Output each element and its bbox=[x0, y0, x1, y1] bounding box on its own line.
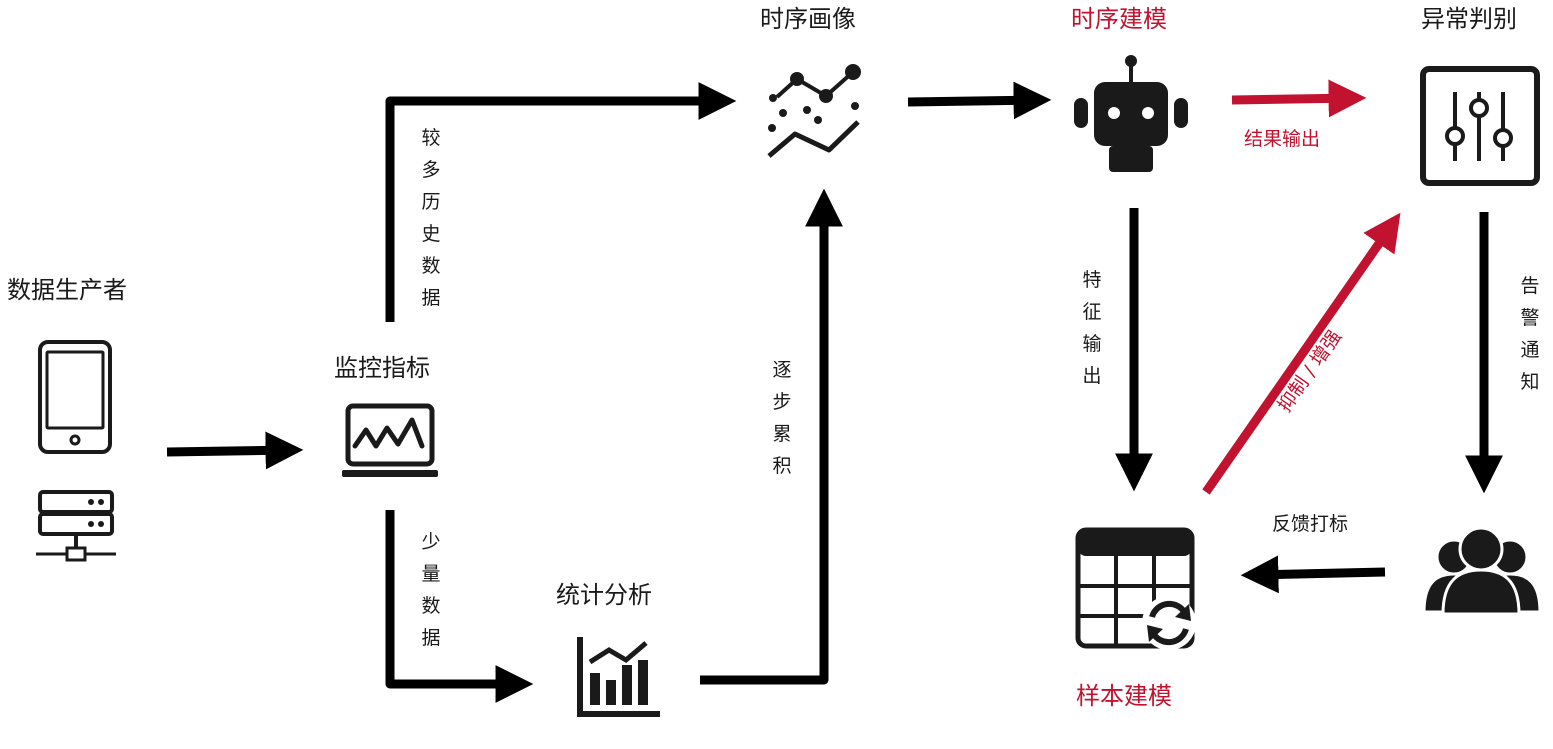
server-icon bbox=[36, 490, 116, 562]
node-stats-label: 统计分析 bbox=[556, 581, 652, 609]
robot-icon bbox=[1074, 55, 1188, 172]
table-sync-icon bbox=[1075, 527, 1196, 650]
edge-accumulate-label: 逐步累积 bbox=[772, 359, 792, 477]
bar-chart-icon bbox=[577, 637, 660, 717]
edge-history-label: 较多历史数据 bbox=[421, 127, 441, 309]
node-producer-label: 数据生产者 bbox=[7, 276, 127, 304]
arrow-sample-to-anomaly bbox=[1202, 212, 1401, 495]
tablet-icon bbox=[38, 340, 112, 454]
edge-feature-out-label: 特征输出 bbox=[1082, 269, 1102, 387]
arrow-users-to-sample bbox=[1240, 555, 1386, 594]
arrow-profile-to-tsmodel bbox=[907, 81, 1052, 120]
node-anomaly-label: 异常判别 bbox=[1421, 5, 1517, 33]
scatter-trend-icon bbox=[767, 64, 861, 158]
edge-result-out-label: 结果输出 bbox=[1244, 128, 1321, 150]
node-sample-model-label: 样本建模 bbox=[1076, 682, 1172, 710]
arrow-producer-to-monitor bbox=[166, 431, 304, 470]
edge-feedback-label: 反馈打标 bbox=[1272, 513, 1349, 535]
edge-little-label: 少量数据 bbox=[421, 531, 441, 649]
monitor-chart-icon bbox=[342, 403, 438, 477]
arrow-tsmodel-to-anomaly bbox=[1231, 79, 1367, 118]
node-profile-label: 时序画像 bbox=[760, 5, 856, 33]
arrow-monitor-to-profile bbox=[385, 82, 737, 322]
node-tsmodel-label: 时序建模 bbox=[1071, 5, 1167, 33]
arrow-monitor-to-stats bbox=[385, 510, 534, 703]
sliders-icon bbox=[1420, 66, 1540, 186]
arrow-stats-to-profile bbox=[700, 188, 843, 685]
users-icon bbox=[1422, 526, 1542, 616]
node-monitor-label: 监控指标 bbox=[334, 354, 430, 382]
edge-alert-label: 告警通知 bbox=[1520, 275, 1540, 393]
